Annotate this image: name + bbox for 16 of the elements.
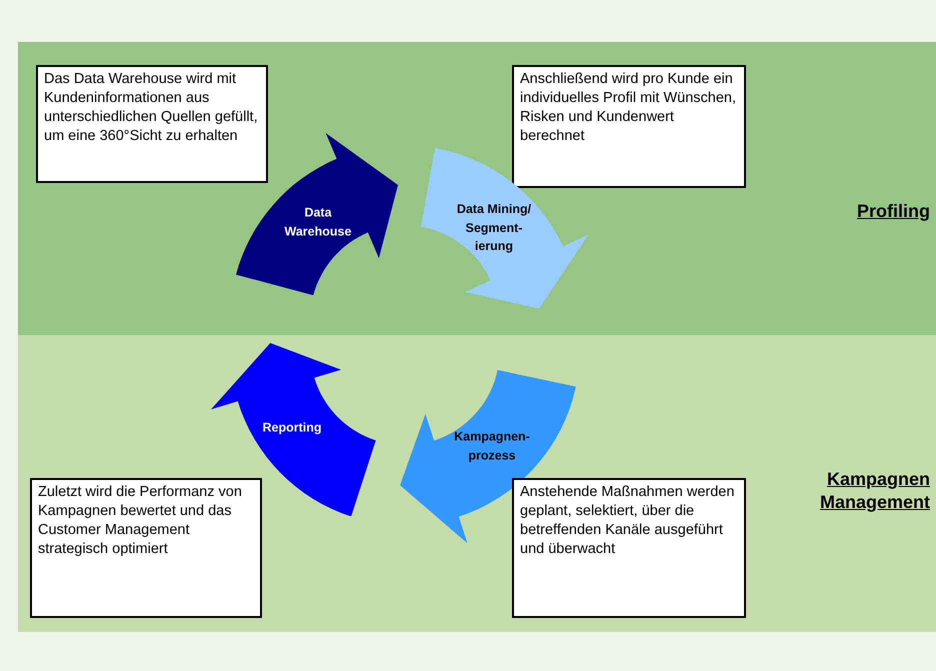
text-box: [512, 478, 746, 618]
description-text: Zuletzt wird die Performanz von Kampagnen bewertet und das Customer Management strategisch optimiert: [38, 483, 243, 558]
section-label: Kampagnen Management: [818, 468, 930, 513]
description-text: Anschließend wird pro Kunde ein individuelles Profil mit Wünschen, Risken und Kundenwert berechnet: [520, 70, 737, 146]
text-box: [512, 65, 746, 188]
arrow-label: Reporting: [261, 420, 322, 437]
arrow-label: Kampagnen- prozess: [453, 428, 531, 464]
description-text: Anstehende Maßnahmen werden geplant, selektiert, über die betreffenden Kanäle ausgeführt und überwacht: [520, 483, 736, 558]
section-band: [18, 335, 936, 632]
description-text: Das Data Warehouse wird mit Kundeninformationen aus unterschiedlichen Quellen gefüllt, um eine 360°Sicht zu erhalten: [44, 70, 259, 146]
arrow-label: Data Warehouse: [284, 204, 352, 240]
text-box: [36, 65, 268, 183]
section-label: Profiling: [856, 200, 930, 222]
section-band: [18, 42, 936, 335]
text-box: [30, 478, 262, 618]
arrow-label: Data Mining/ Segment- ierung: [456, 200, 532, 256]
